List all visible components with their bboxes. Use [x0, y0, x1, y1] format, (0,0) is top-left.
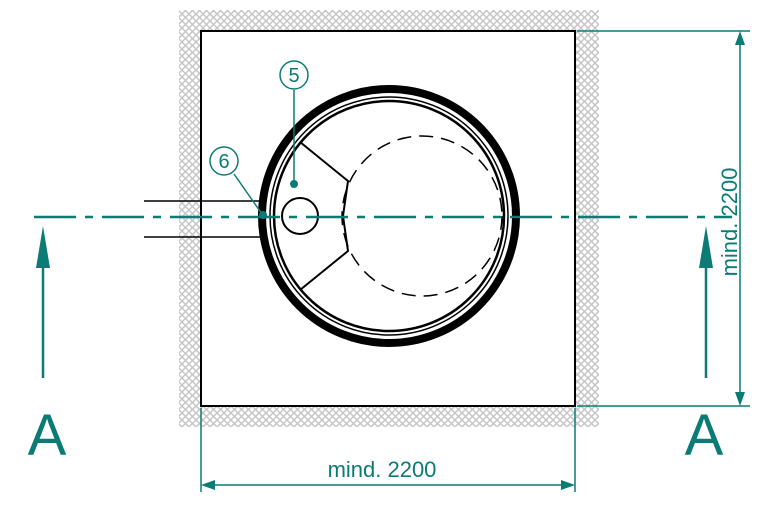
height-dimension-label: mind. 2200 — [717, 168, 742, 277]
callout-6-label: 6 — [218, 151, 229, 173]
inlet-pipe — [144, 200, 262, 238]
width-dimension — [200, 408, 576, 492]
section-letter-left: A — [28, 403, 67, 468]
section-arrow-left — [36, 226, 50, 378]
callout-6: 6 — [209, 146, 267, 219]
callout-5-label: 5 — [288, 65, 299, 87]
height-dimension — [577, 30, 750, 407]
section-arrow-right — [699, 226, 713, 378]
width-dimension-label: mind. 2200 — [328, 457, 437, 482]
callout-5: 5 — [279, 60, 309, 188]
section-letter-right: A — [685, 403, 724, 468]
soil-hatching — [179, 10, 599, 427]
